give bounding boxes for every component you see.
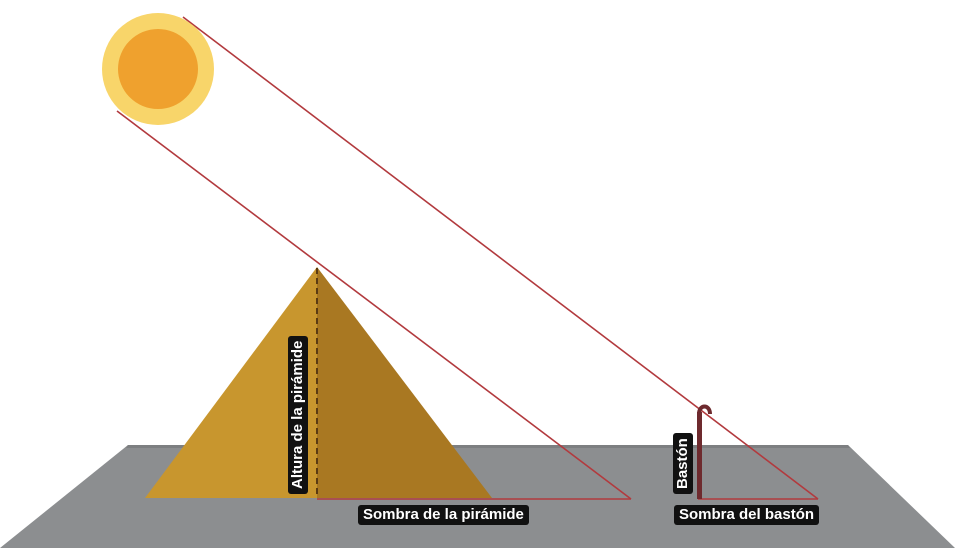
sun-ray-lower xyxy=(116,110,632,500)
sun-icon xyxy=(102,13,214,125)
pyramid-shadow-label: Sombra de la pirámide xyxy=(358,505,529,525)
staff-label: Bastón xyxy=(673,433,693,494)
staff-shadow-label: Sombra del bastón xyxy=(674,505,820,525)
pyramid-height-label: Altura de la pirámide xyxy=(288,335,308,494)
pyramid-left-face xyxy=(145,267,317,498)
pyramid xyxy=(145,267,492,498)
pyramid-right-face xyxy=(317,267,492,498)
sun-ray-upper xyxy=(182,16,819,500)
staff-icon xyxy=(697,404,712,499)
